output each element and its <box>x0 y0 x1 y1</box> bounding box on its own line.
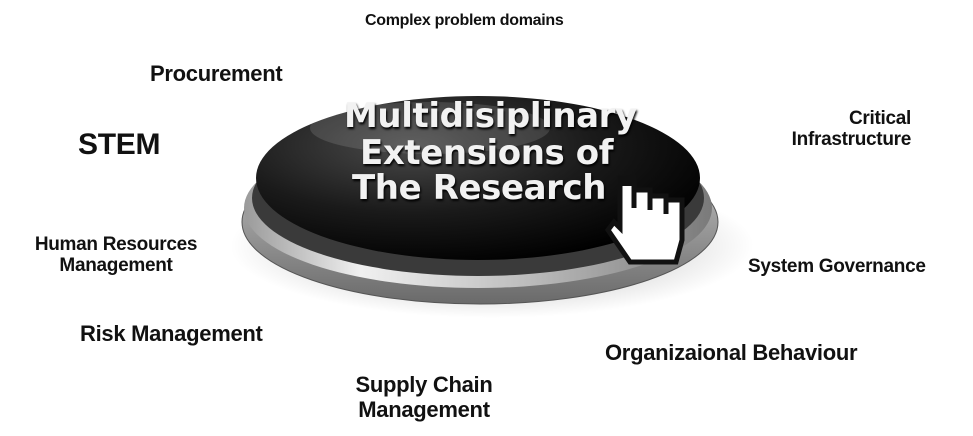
label-stem: STEM <box>78 128 161 161</box>
label-system-governance: System Governance <box>748 256 926 277</box>
label-supply-line-2: Management <box>358 396 490 422</box>
label-organizational-behaviour: Organizaional Behaviour <box>605 340 858 365</box>
label-hr-line-1: Human Resources <box>34 234 198 255</box>
label-supply-line-1: Supply Chain <box>355 372 493 397</box>
label-critical-infrastructure-line-2: Infrastructure <box>791 129 912 151</box>
button-top <box>256 96 700 260</box>
center-title-line-2: Extensions of <box>360 133 614 173</box>
button-highlight <box>310 102 550 154</box>
hand-pointer-icon <box>604 175 685 265</box>
label-critical-infrastructure: Critical Infrastructure <box>776 108 912 151</box>
label-human-resources-management: Human Resources Management <box>10 234 222 277</box>
center-title-line-1: Multidisiplinary <box>344 96 637 136</box>
label-hr-line-2: Management <box>59 255 173 277</box>
label-complex-problem-domains: Complex problem domains <box>365 12 564 29</box>
label-critical-infrastructure-line-1: Critical <box>848 108 911 129</box>
label-risk-management: Risk Management <box>80 321 263 346</box>
label-procurement: Procurement <box>150 61 283 86</box>
center-title-line-3: The Research <box>352 168 607 208</box>
label-supply-chain-management: Supply Chain Management <box>350 372 498 422</box>
